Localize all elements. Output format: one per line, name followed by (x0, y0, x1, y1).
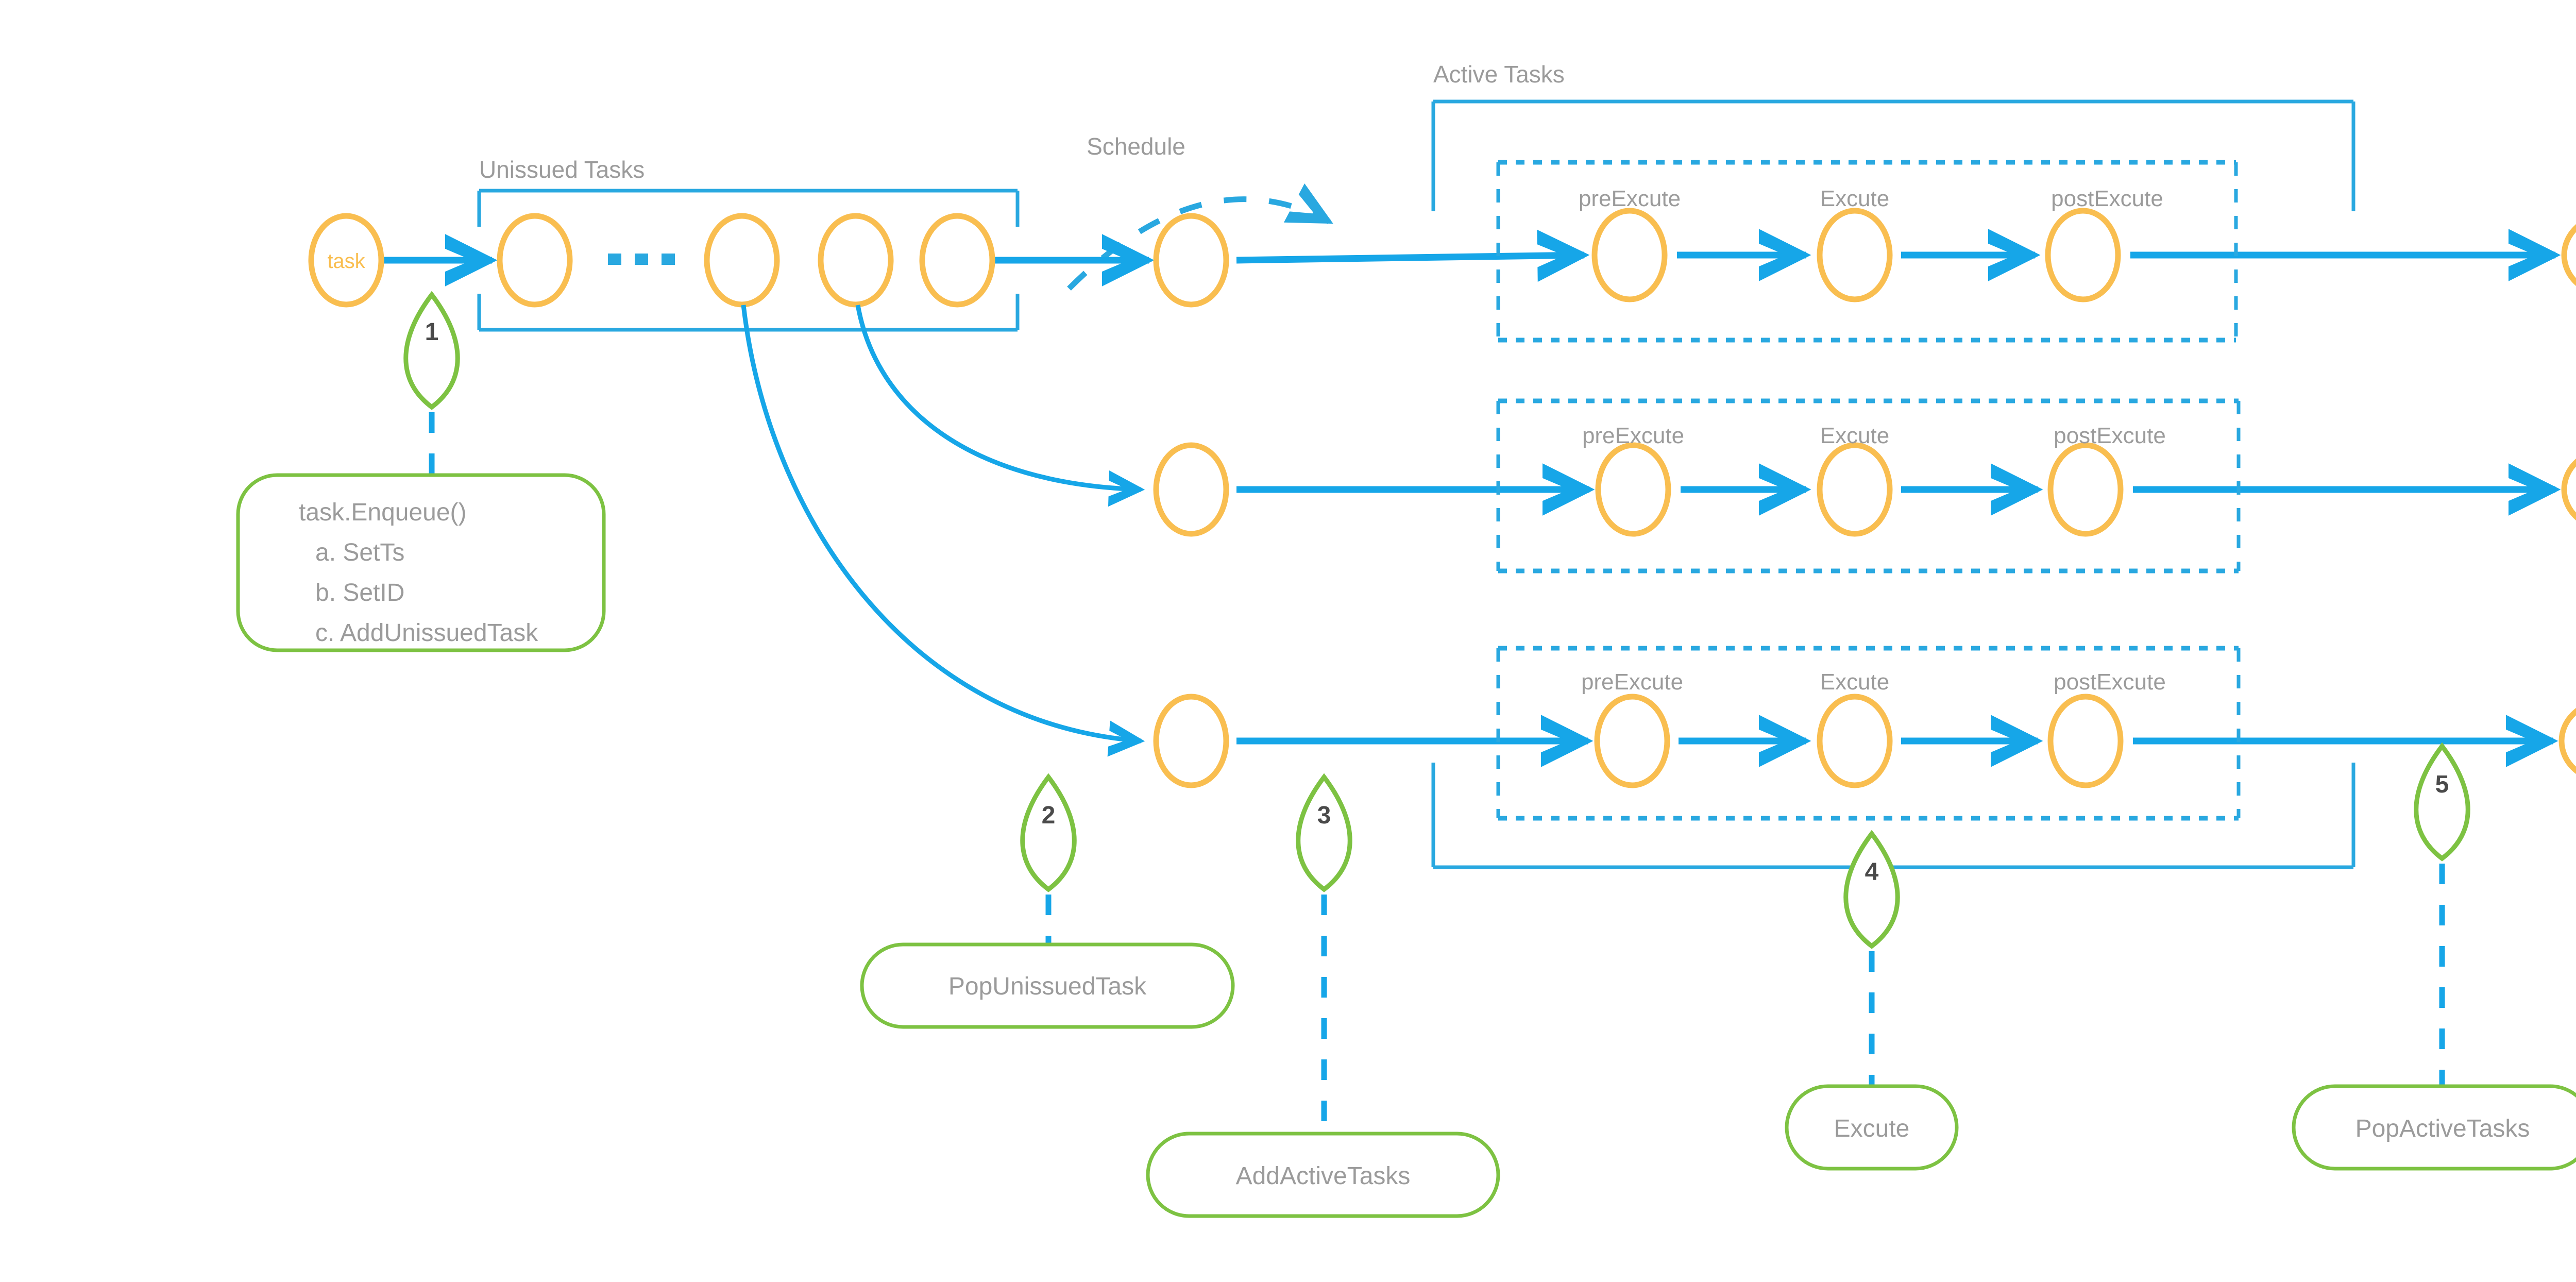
pop-active-callout-label: PopActiveTasks (2355, 1115, 2530, 1142)
pop-unissued-callout: PopUnissuedTask (860, 942, 1235, 1029)
row2-entry-node[interactable] (1153, 442, 1229, 537)
add-active-callout-label: AddActiveTasks (1236, 1162, 1411, 1190)
marker-4[interactable]: 4 (1843, 830, 1900, 949)
flow-schedule-to-row1 (1236, 229, 1590, 282)
unissued-tasks-bracket (477, 189, 1020, 332)
row1-stage-post[interactable] (2045, 208, 2121, 302)
unissued-queue-node-4[interactable] (919, 213, 995, 308)
marker-5-number: 5 (2435, 771, 2449, 798)
add-active-callout: AddActiveTasks (1146, 1132, 1500, 1218)
row2-stage-pre[interactable] (1595, 442, 1671, 537)
active-tasks-bracket (1431, 99, 2355, 869)
marker-2[interactable]: 2 (1020, 773, 1077, 892)
schedule-label: Schedule (1087, 133, 1185, 160)
row2-label-pre: preExcute (1582, 423, 1684, 448)
queue-ellipsis (608, 254, 675, 265)
enqueue-callout-step-c: c. AddUnissuedTask (315, 619, 538, 647)
row3-label-pre: preExcute (1581, 669, 1683, 695)
marker-3[interactable]: 3 (1296, 773, 1352, 892)
excute-callout: Excute (1785, 1084, 1959, 1171)
pop-unissued-callout-label: PopUnissuedTask (948, 973, 1147, 1000)
unissued-queue-node-1[interactable] (497, 213, 573, 308)
row1-end-node[interactable] (2561, 215, 2576, 295)
marker-1-number: 1 (425, 318, 439, 346)
marker-5[interactable]: 5 (2414, 742, 2470, 862)
task-node[interactable] (308, 213, 384, 308)
enqueue-callout-step-b: b. SetID (315, 579, 404, 606)
row3-stage-main[interactable] (1817, 694, 1893, 788)
flow-unissued-to-row3 (741, 305, 1145, 757)
row1-label-post: postExcute (2051, 186, 2163, 211)
task-node-label: task (327, 250, 365, 273)
row3-pipeline-box (1496, 646, 2241, 821)
row3-label-main: Excute (1820, 669, 1890, 695)
excute-callout-label: Excute (1834, 1115, 1910, 1142)
row3-end-node[interactable] (2558, 701, 2576, 781)
row2-pipeline-box (1496, 398, 2241, 573)
schedule-node[interactable] (1153, 213, 1229, 308)
enqueue-callout-title: task.Enqueue() (299, 499, 467, 526)
flow-unissued-to-row2 (855, 305, 1145, 507)
row1-stage-pre[interactable] (1591, 208, 1668, 302)
row2-end-node[interactable] (2561, 449, 2576, 530)
row3-stage-pre[interactable] (1594, 694, 1670, 788)
marker-2-number: 2 (1042, 802, 1056, 829)
row2-label-post: postExcute (2054, 423, 2166, 448)
row3-stage-post[interactable] (2047, 694, 2124, 788)
pop-active-callout: PopActiveTasks (2292, 1084, 2576, 1171)
row1-stage-main[interactable] (1817, 208, 1893, 302)
row2-stage-post[interactable] (2047, 442, 2124, 537)
unissued-queue-node-2[interactable] (704, 213, 780, 308)
marker-1[interactable]: 1 (403, 291, 460, 410)
active-tasks-label: Active Tasks (1433, 61, 1565, 88)
row1-label-main: Excute (1820, 186, 1890, 211)
marker-3-number: 3 (1317, 802, 1331, 829)
row3-entry-node[interactable] (1153, 694, 1229, 788)
row3-label-post: postExcute (2054, 669, 2166, 695)
unissued-tasks-label: Unissued Tasks (479, 156, 645, 183)
marker-4-number: 4 (1865, 858, 1879, 886)
row2-label-main: Excute (1820, 423, 1890, 448)
row2-stage-main[interactable] (1817, 442, 1893, 537)
unissued-queue-node-3[interactable] (818, 213, 894, 308)
row1-label-pre: preExcute (1579, 186, 1681, 211)
row1-pipeline-box (1496, 160, 2238, 343)
enqueue-callout: task.Enqueue() a. SetTs b. SetID c. AddU… (236, 473, 606, 652)
enqueue-callout-step-a: a. SetTs (315, 539, 404, 566)
